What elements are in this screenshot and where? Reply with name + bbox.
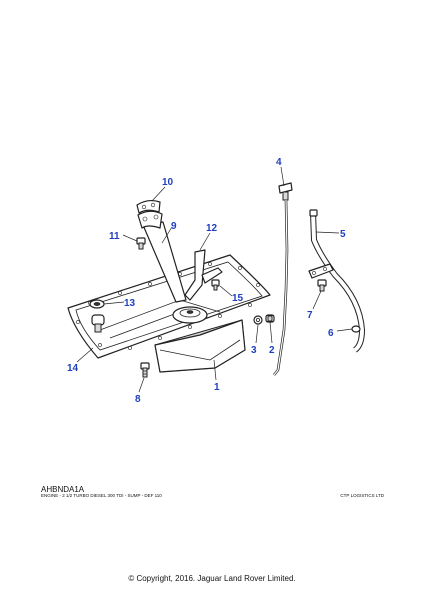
bolt-15 [211, 279, 220, 291]
callout-9: 9 [171, 221, 177, 232]
callout-7: 7 [307, 310, 313, 321]
bolt-11 [136, 237, 146, 250]
dipstick [272, 182, 293, 376]
sump-plug-2 [265, 314, 275, 323]
callout-labels: 1 2 3 4 5 7 6 8 9 10 11 12 13 14 15 [67, 157, 346, 405]
bolt-8 [140, 362, 150, 378]
callout-10: 10 [162, 177, 174, 188]
callout-8: 8 [135, 394, 141, 405]
callout-1: 1 [214, 382, 220, 393]
callout-2: 2 [269, 345, 275, 356]
drain-plug-14 [91, 314, 105, 333]
support-bracket [184, 249, 223, 301]
callout-13: 13 [124, 298, 136, 309]
drain-plug-13 [89, 299, 105, 309]
oil-pickup-pipe [137, 210, 187, 303]
diagram-code: AHBNDA1A [41, 485, 85, 494]
clip-6 [351, 325, 361, 333]
dipstick-tube [308, 209, 366, 353]
flange-bolt-holes [76, 262, 260, 350]
callout-6: 6 [328, 328, 334, 339]
callout-15: 15 [232, 293, 244, 304]
vendor-name: CTP LOGISTICS LTD [340, 493, 384, 498]
callout-14: 14 [67, 363, 79, 374]
callout-3: 3 [251, 345, 257, 356]
callout-4: 4 [276, 157, 282, 168]
copyright-notice: © Copyright, 2016. Jaguar Land Rover Lim… [128, 574, 296, 583]
callout-12: 12 [206, 223, 218, 234]
leader-lines [76, 166, 353, 393]
callout-11: 11 [109, 231, 120, 242]
pickup-gasket [136, 199, 161, 214]
callout-5: 5 [340, 229, 346, 240]
washer-3 [253, 315, 263, 325]
bolt-7 [317, 279, 327, 292]
diagram-description: ENGINE - 2 1/2 TURBO DIESEL 300 TDI - SU… [41, 493, 162, 498]
